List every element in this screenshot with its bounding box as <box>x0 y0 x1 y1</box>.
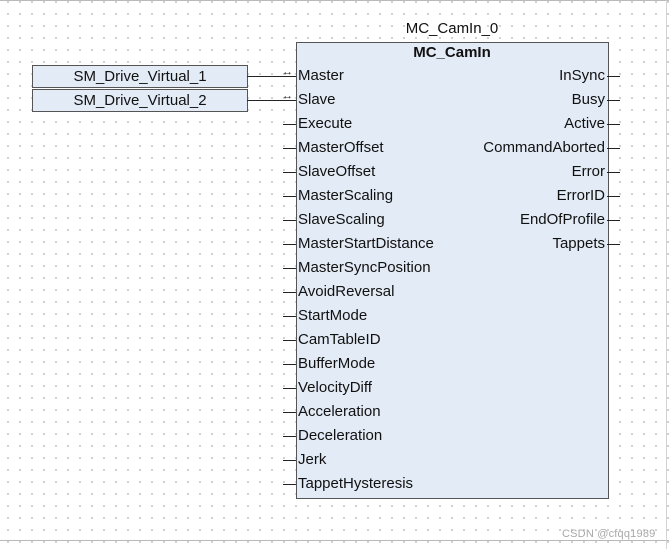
function-block-type: MC_CamIn <box>413 44 491 61</box>
input-pin-slave-offset[interactable]: SlaveOffset <box>298 163 376 180</box>
input-connector-master[interactable] <box>283 76 296 77</box>
input-pin-cam-table-id[interactable]: CamTableID <box>298 331 381 348</box>
input-pin-acceleration[interactable]: Acceleration <box>298 403 381 420</box>
output-connector-error[interactable] <box>607 172 620 173</box>
input-connector-slave-offset[interactable] <box>283 172 296 173</box>
input-pin-master-sync-position[interactable]: MasterSyncPosition <box>298 259 431 276</box>
input-connector-master-offset[interactable] <box>283 148 296 149</box>
function-block-body[interactable] <box>296 42 609 499</box>
inout-arrow-icon: ↔ <box>282 66 293 78</box>
editor-right-border <box>666 0 667 549</box>
input-pin-avoid-reversal[interactable]: AvoidReversal <box>298 283 395 300</box>
input-connector-master-scaling[interactable] <box>283 196 296 197</box>
input-connector-avoid-reversal[interactable] <box>283 292 296 293</box>
input-connector-cam-table-id[interactable] <box>283 340 296 341</box>
input-pin-master-offset[interactable]: MasterOffset <box>298 139 384 156</box>
input-pin-master[interactable]: Master <box>298 67 344 84</box>
master-wire[interactable] <box>247 76 283 77</box>
slave-wire[interactable] <box>247 100 283 101</box>
inout-arrow-icon: ↔ <box>282 90 293 102</box>
input-connector-execute[interactable] <box>283 124 296 125</box>
editor-bottom-border <box>0 540 669 541</box>
input-connector-start-mode[interactable] <box>283 316 296 317</box>
output-pin-in-sync[interactable]: InSync <box>559 67 605 84</box>
output-connector-error-id[interactable] <box>607 196 620 197</box>
output-pin-error-id[interactable]: ErrorID <box>556 187 605 204</box>
input-pin-start-mode[interactable]: StartMode <box>298 307 368 324</box>
input-connector-tappet-hysteresis[interactable] <box>283 484 296 485</box>
output-pin-busy[interactable]: Busy <box>571 91 605 108</box>
input-pin-tappet-hysteresis[interactable]: TappetHysteresis <box>298 475 414 492</box>
output-pin-end-of-profile[interactable]: EndOfProfile <box>519 211 605 228</box>
input-pin-master-scaling[interactable]: MasterScaling <box>298 187 394 204</box>
output-pin-error[interactable]: Error <box>571 163 605 180</box>
output-connector-active[interactable] <box>607 124 620 125</box>
watermark: CSDN @cfqq1989 <box>562 528 656 540</box>
input-connector-jerk[interactable] <box>283 460 296 461</box>
input-connector-slave[interactable] <box>283 100 296 101</box>
input-connector-deceleration[interactable] <box>283 436 296 437</box>
output-connector-tappets[interactable] <box>607 244 620 245</box>
input-pin-buffer-mode[interactable]: BufferMode <box>298 355 376 372</box>
input-pin-jerk[interactable]: Jerk <box>298 451 327 468</box>
input-connector-acceleration[interactable] <box>283 412 296 413</box>
input-connector-master-sync-position[interactable] <box>283 268 296 269</box>
output-pin-command-aborted[interactable]: CommandAborted <box>483 139 605 156</box>
input-pin-slave-scaling[interactable]: SlaveScaling <box>298 211 385 228</box>
input-pin-execute[interactable]: Execute <box>298 115 353 132</box>
output-connector-in-sync[interactable] <box>607 76 620 77</box>
output-connector-end-of-profile[interactable] <box>607 220 620 221</box>
input-pin-slave[interactable]: Slave <box>298 91 336 108</box>
input-pin-velocity-diff[interactable]: VelocityDiff <box>298 379 372 396</box>
output-pin-tappets[interactable]: Tappets <box>552 235 605 252</box>
master-variable-box[interactable]: SM_Drive_Virtual_1 <box>32 65 248 88</box>
slave-variable-box[interactable]: SM_Drive_Virtual_2 <box>32 89 248 112</box>
output-pin-active[interactable]: Active <box>564 115 605 132</box>
input-pin-master-start-distance[interactable]: MasterStartDistance <box>298 235 434 252</box>
output-connector-command-aborted[interactable] <box>607 148 620 149</box>
editor-top-border <box>0 0 669 1</box>
input-connector-master-start-distance[interactable] <box>283 244 296 245</box>
instance-name[interactable]: MC_CamIn_0 <box>405 20 499 37</box>
input-connector-buffer-mode[interactable] <box>283 364 296 365</box>
input-connector-velocity-diff[interactable] <box>283 388 296 389</box>
output-connector-busy[interactable] <box>607 100 620 101</box>
input-connector-slave-scaling[interactable] <box>283 220 296 221</box>
input-pin-deceleration[interactable]: Deceleration <box>298 427 383 444</box>
